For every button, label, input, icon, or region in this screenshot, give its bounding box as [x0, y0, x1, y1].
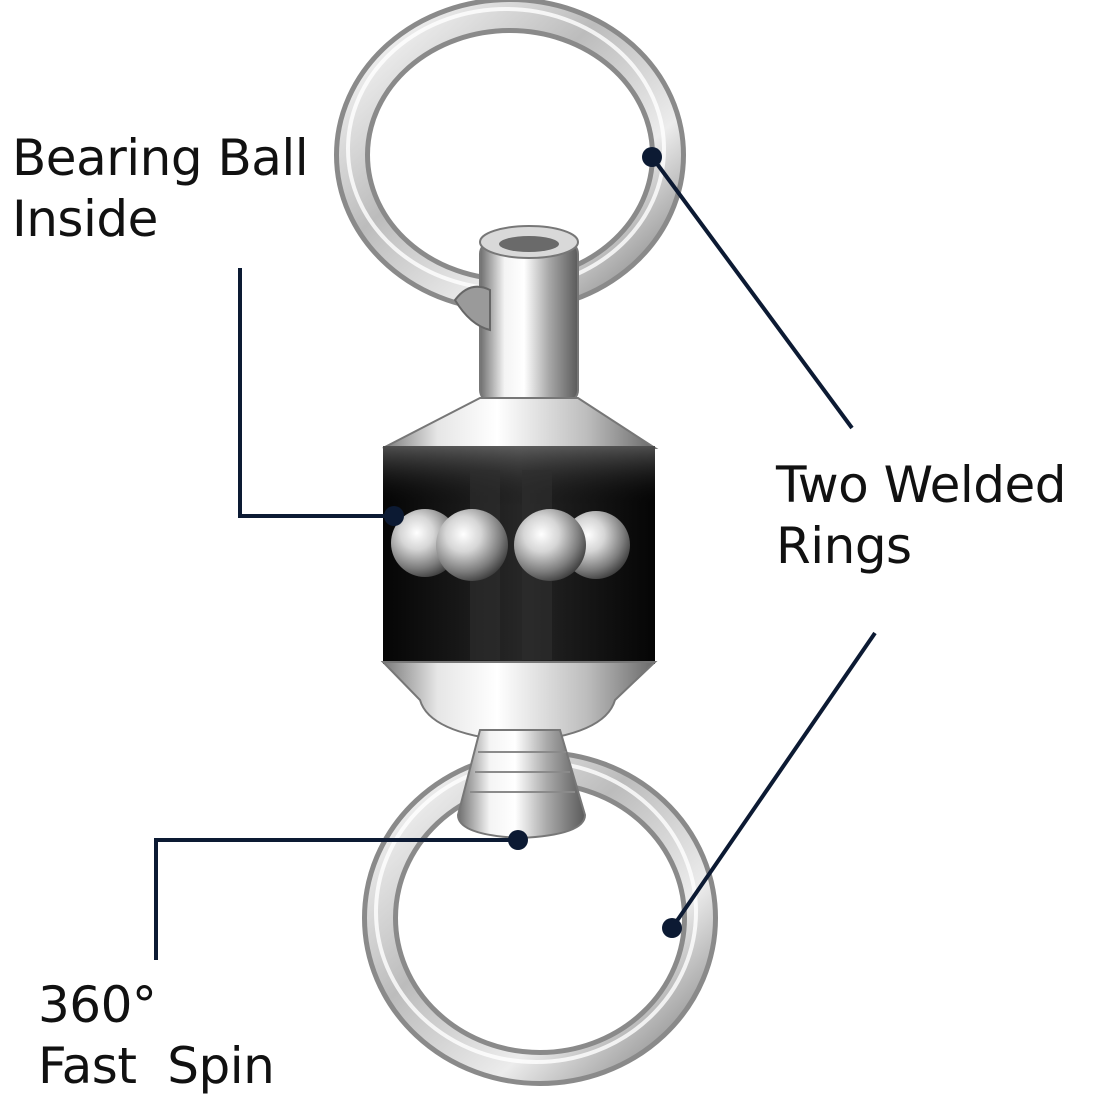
spin-callout-label: 360° Fast Spin — [38, 975, 275, 1097]
spin-callout-line1: 360° — [38, 976, 157, 1034]
bottom-post — [456, 729, 587, 840]
bearing-leader — [238, 268, 392, 518]
spin-callout-line2: Fast Spin — [38, 1037, 275, 1095]
spin-leader — [154, 838, 518, 960]
leader-dots — [384, 147, 682, 938]
welded-callout-line1: Two Welded — [776, 456, 1067, 514]
welded-callout-line2: Rings — [776, 517, 912, 575]
leader-lines — [154, 155, 877, 960]
upper-cone — [382, 397, 659, 449]
bearing-balls — [391, 509, 630, 581]
top-ring-dot — [642, 147, 662, 167]
top-post — [453, 225, 579, 403]
bottom-ring-dot — [662, 918, 682, 938]
bearing-dot — [384, 506, 404, 526]
spin-dot — [508, 830, 528, 850]
bearing-callout-label: Bearing Ball Inside — [12, 128, 309, 250]
welded-callout-label: Two Welded Rings — [776, 455, 1067, 577]
top-ring-leader — [650, 155, 854, 430]
bottom-ring-leader — [670, 631, 877, 930]
bearing-callout-line2: Inside — [12, 190, 158, 248]
bearing-callout-line1: Bearing Ball — [12, 129, 309, 187]
